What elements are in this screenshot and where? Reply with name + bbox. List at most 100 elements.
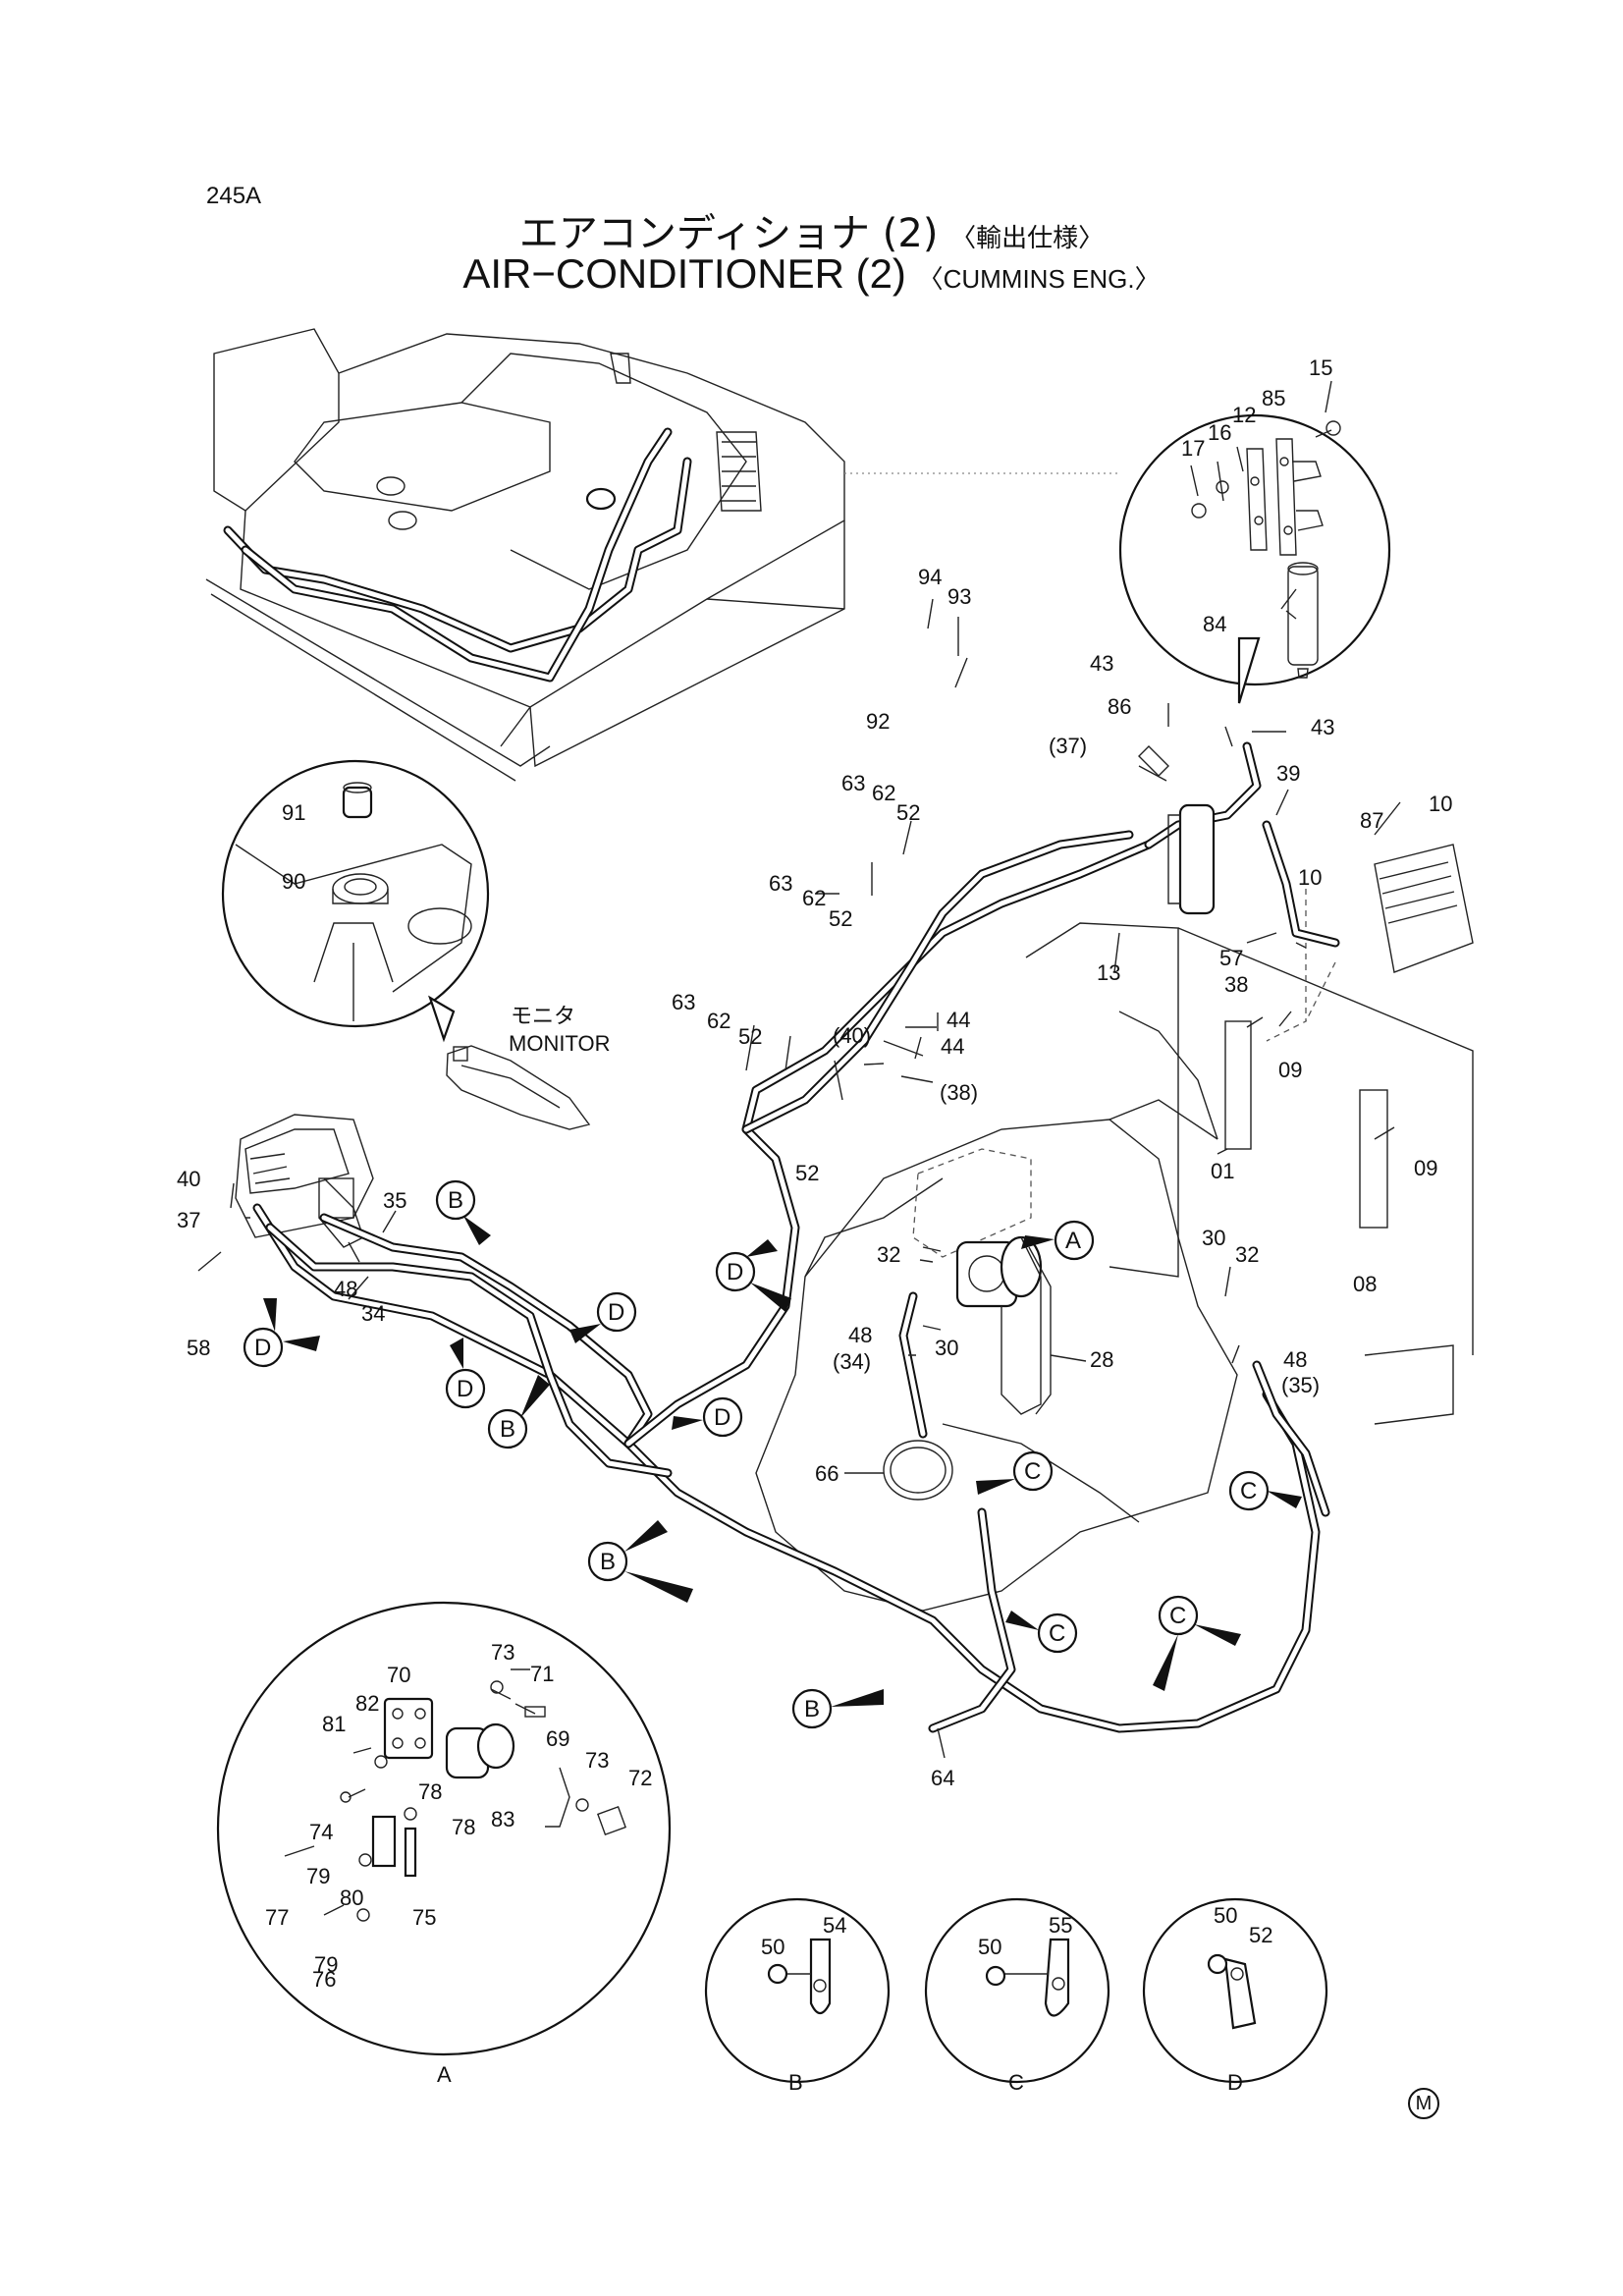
monitor-detail-circle <box>221 759 490 1043</box>
part-08: 08 <box>1353 1272 1377 1296</box>
part-52-a: 52 <box>896 800 920 825</box>
callout-d-3 <box>569 1291 637 1343</box>
part-48-right: 48 <box>1283 1347 1307 1372</box>
part-38: 38 <box>1224 972 1248 997</box>
part-81: 81 <box>322 1712 346 1736</box>
part-75: 75 <box>412 1905 436 1930</box>
part-93: 93 <box>947 584 971 609</box>
leader-lines <box>197 380 1401 1759</box>
condenser-frame <box>1025 844 1474 1425</box>
part-32-mid: 32 <box>877 1242 900 1267</box>
callout-letter-d-1: D <box>254 1335 271 1361</box>
callout-letter-d-2: D <box>457 1376 473 1402</box>
title-japanese-sub: 〈輸出仕様〉 <box>950 224 1105 253</box>
part-62-c: 62 <box>707 1009 730 1033</box>
detail-b-label: B <box>788 2070 803 2095</box>
part-37: 37 <box>177 1208 200 1232</box>
refrigerant-hoses <box>252 741 1340 1733</box>
part-55: 55 <box>1049 1913 1072 1938</box>
title-japanese: エアコンディショナ (2) 〈輸出仕様〉 <box>0 201 1623 258</box>
detail-letters: A B C D <box>437 2062 1243 2095</box>
detail-c-circle <box>924 1897 1110 2084</box>
part-94: 94 <box>918 565 942 589</box>
part-83: 83 <box>491 1807 514 1831</box>
part-64: 64 <box>931 1766 954 1790</box>
part-87: 87 <box>1360 808 1383 833</box>
detail-a-label: A <box>437 2062 452 2087</box>
callout-a <box>1021 1220 1095 1261</box>
callout-c-1 <box>976 1450 1054 1495</box>
part-number-labels: 15 85 12 16 17 84 94 93 92 43 86 43 (37)… <box>177 355 1452 1992</box>
part-72: 72 <box>628 1766 652 1790</box>
part-62-a: 62 <box>872 781 895 805</box>
part-92: 92 <box>866 709 890 734</box>
part-80: 80 <box>340 1886 363 1910</box>
hose-loop <box>883 1440 953 1501</box>
part-34: 34 <box>361 1301 385 1326</box>
part-57: 57 <box>1219 946 1243 970</box>
part-39: 39 <box>1276 761 1300 786</box>
part-50-b: 50 <box>761 1935 784 1959</box>
receiver-detail-circle <box>1118 413 1391 704</box>
part-52-b: 52 <box>829 906 852 931</box>
detail-c-label: C <box>1008 2070 1024 2095</box>
part-52-c: 52 <box>738 1024 762 1049</box>
part-17: 17 <box>1181 436 1205 461</box>
title-japanese-main: エアコンディショナ (2) <box>518 211 939 256</box>
part-79-a: 79 <box>306 1864 330 1888</box>
detail-b-circle <box>704 1897 891 2084</box>
callout-letter-d-5: D <box>727 1259 743 1285</box>
part-84: 84 <box>1203 612 1226 636</box>
copyright-mark: M <box>1408 2088 1439 2119</box>
part-44-a: 44 <box>947 1008 970 1032</box>
part-43-top: 43 <box>1090 651 1113 676</box>
part-52-d: 52 <box>795 1161 819 1185</box>
part-12: 12 <box>1232 403 1256 427</box>
part-71: 71 <box>530 1662 554 1686</box>
part-30-right: 30 <box>1202 1226 1225 1250</box>
part-32-right: 32 <box>1235 1242 1259 1267</box>
callout-letter-c-2: C <box>1049 1620 1065 1647</box>
part-40-ref: (40) <box>833 1023 871 1048</box>
part-78-a: 78 <box>418 1779 442 1804</box>
callout-b-2 <box>487 1375 550 1449</box>
part-09-mid: 09 <box>1278 1058 1302 1082</box>
part-35-ref: (35) <box>1281 1373 1320 1397</box>
evaporator-unit <box>235 1114 374 1248</box>
part-76: 76 <box>312 1967 336 1992</box>
callout-d-1 <box>243 1298 320 1368</box>
part-78-b: 78 <box>452 1815 475 1839</box>
part-85: 85 <box>1262 386 1285 410</box>
part-73-right: 73 <box>585 1748 609 1773</box>
part-43-right: 43 <box>1311 715 1334 739</box>
clamp-callouts <box>243 1179 1302 1729</box>
callout-letter-b-3: B <box>600 1549 616 1575</box>
compressor <box>955 1235 1052 1415</box>
part-10-top: 10 <box>1429 792 1452 816</box>
callout-d-4 <box>672 1396 743 1438</box>
part-66: 66 <box>815 1461 839 1486</box>
part-58: 58 <box>187 1336 210 1360</box>
part-86: 86 <box>1108 694 1131 719</box>
callout-letter-d-4: D <box>714 1404 730 1431</box>
part-44-b: 44 <box>941 1034 964 1059</box>
title-english-sub: 〈CUMMINS ENG.〉 <box>917 264 1161 294</box>
detail-a-circle <box>216 1601 672 2056</box>
receiver-drier <box>1138 745 1216 915</box>
part-79-b: 79 <box>314 1952 338 1977</box>
detail-d-label: D <box>1227 2070 1243 2095</box>
monitor-label-jp: モニタ <box>511 1005 575 1029</box>
page-id: 245A <box>206 183 262 209</box>
callout-letter-c-4: C <box>1240 1478 1257 1504</box>
part-48-mid: 48 <box>848 1323 872 1347</box>
machine-body-view <box>205 328 1119 782</box>
part-35: 35 <box>383 1188 406 1213</box>
part-13: 13 <box>1097 960 1120 985</box>
part-16: 16 <box>1208 420 1231 445</box>
part-50-c: 50 <box>978 1935 1001 1959</box>
part-69: 69 <box>546 1726 569 1751</box>
part-91: 91 <box>282 800 305 825</box>
callout-letter-c-3: C <box>1169 1603 1186 1629</box>
part-40: 40 <box>177 1167 200 1191</box>
callout-letters: B B B B D D D D D A C C C C <box>254 1187 1257 1722</box>
